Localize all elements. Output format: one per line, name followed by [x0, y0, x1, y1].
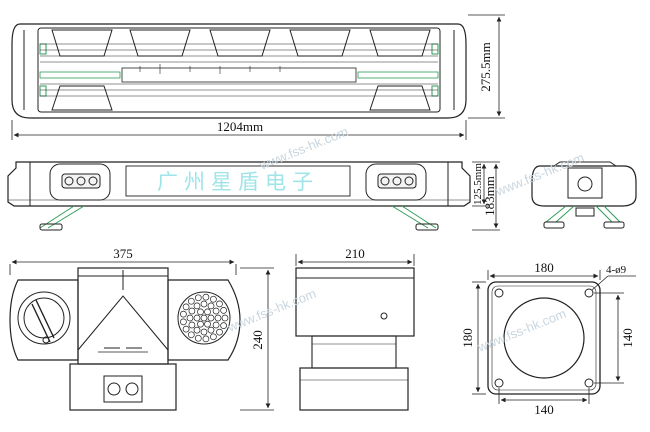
led-cell [182, 303, 190, 311]
led-module-right [377, 173, 417, 189]
led-cell [207, 326, 215, 334]
led-cell [216, 300, 223, 308]
led-cell [197, 320, 204, 328]
led-cell [220, 322, 227, 329]
bar-depth-label: 275.5mm [478, 42, 493, 91]
watermark-2: www.fss-hk.com [493, 150, 587, 199]
led-cell [187, 297, 195, 305]
led-cell [194, 334, 202, 342]
led-cell [200, 314, 208, 322]
led-cell [182, 325, 190, 333]
led-cell [202, 335, 210, 343]
led-cell [193, 326, 201, 334]
plate-width-label: 180 [534, 260, 554, 275]
front-view [7, 161, 471, 231]
led-cell [193, 314, 201, 322]
hole-spacing-horizontal-label: 140 [534, 402, 554, 417]
base-plate [487, 281, 601, 395]
pt-camera-front [9, 267, 241, 411]
led-cell [202, 293, 210, 301]
pt-camera-side [295, 267, 415, 411]
pt-height-label: 240 [250, 330, 265, 350]
plate-height-label: 180 [460, 328, 475, 348]
led-cell [193, 302, 201, 310]
led-cell [188, 321, 196, 329]
led-cell [188, 307, 196, 315]
watermark-3: www.fss-hk.com [225, 286, 319, 335]
side-view [531, 161, 637, 229]
led-cell [216, 328, 223, 336]
top-view [11, 23, 467, 119]
hole-spec-label: 4-ø9 [606, 264, 627, 276]
led-cell [204, 320, 211, 328]
led-cell [210, 333, 217, 341]
led-cell [214, 314, 222, 322]
watermarks: www.fss-hk.com www.fss-hk.com www.fss-hk… [225, 124, 587, 355]
led-cell [210, 295, 217, 303]
led-cell [186, 314, 194, 322]
total-height-label: 183mm [482, 176, 497, 216]
led-cell [204, 308, 211, 316]
bar-length-label: 1204mm [217, 119, 263, 134]
led-cell [220, 307, 227, 314]
led-cell [194, 294, 202, 302]
led-cell [187, 331, 195, 339]
led-cell [200, 328, 208, 336]
pt-width-label: 375 [113, 246, 133, 261]
led-cell [180, 310, 187, 318]
led-cell [180, 318, 187, 326]
led-cell [207, 302, 215, 310]
led-cell [221, 314, 229, 322]
led-cell [212, 321, 220, 329]
led-cell [207, 314, 215, 322]
sign-text: 广州星盾电子 [157, 170, 319, 194]
led-array [180, 293, 229, 343]
side-width-label: 210 [345, 246, 365, 261]
body-height-label: 125.5mm [472, 163, 484, 205]
led-cell [212, 307, 220, 315]
hole-spacing-vertical-label: 140 [620, 328, 635, 348]
led-module-left [61, 173, 101, 189]
led-cell [197, 308, 204, 316]
led-cell [200, 300, 208, 308]
